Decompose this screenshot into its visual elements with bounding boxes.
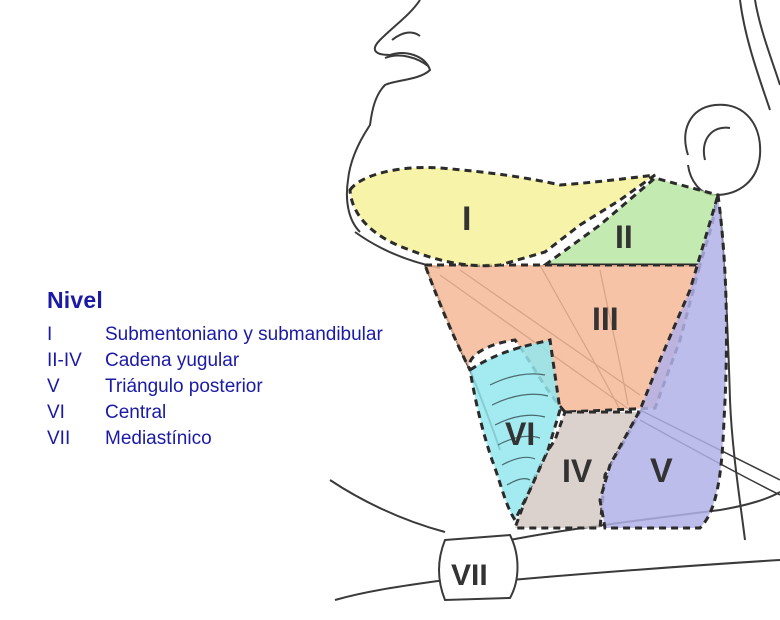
legend-code: VII bbox=[47, 428, 71, 449]
level-legend: Nivel I Submentoniano y submandibular II… bbox=[47, 287, 383, 452]
level-label-i: I bbox=[462, 200, 471, 238]
legend-label: Central bbox=[105, 402, 167, 423]
legend-label: Submentoniano y submandibular bbox=[105, 324, 383, 345]
legend-code: VI bbox=[47, 402, 65, 423]
legend-code: V bbox=[47, 376, 60, 397]
legend-code: II-IV bbox=[47, 350, 82, 371]
level-label-iv: IV bbox=[562, 453, 593, 489]
legend-row: V Triángulo posterior bbox=[47, 374, 383, 400]
legend-label: Cadena yugular bbox=[105, 350, 240, 371]
legend-row: VI Central bbox=[47, 400, 383, 426]
legend-row: I Submentoniano y submandibular bbox=[47, 322, 383, 348]
legend-row: VII Mediastínico bbox=[47, 426, 383, 452]
legend-title: Nivel bbox=[47, 287, 103, 313]
level-vii-marker bbox=[438, 533, 519, 602]
legend-label: Triángulo posterior bbox=[105, 376, 263, 397]
level-label-v: V bbox=[650, 452, 673, 490]
legend-label: Mediastínico bbox=[105, 428, 212, 449]
level-label-vii: VII bbox=[451, 559, 488, 592]
legend-row: II-IV Cadena yugular bbox=[47, 348, 383, 374]
zone-level-i bbox=[348, 165, 656, 268]
legend-code: I bbox=[47, 324, 53, 345]
level-label-iii: III bbox=[592, 301, 619, 337]
level-labels: I II III IV V VI VII bbox=[451, 200, 673, 592]
level-label-ii: II bbox=[615, 219, 633, 255]
level-label-vi: VI bbox=[505, 416, 535, 452]
level-zones bbox=[348, 165, 728, 530]
zone-level-vi bbox=[468, 338, 562, 523]
zone-level-v bbox=[598, 194, 728, 530]
legend-list: I Submentoniano y submandibular II-IV Ca… bbox=[47, 322, 383, 452]
trachea-sketch bbox=[489, 373, 549, 486]
